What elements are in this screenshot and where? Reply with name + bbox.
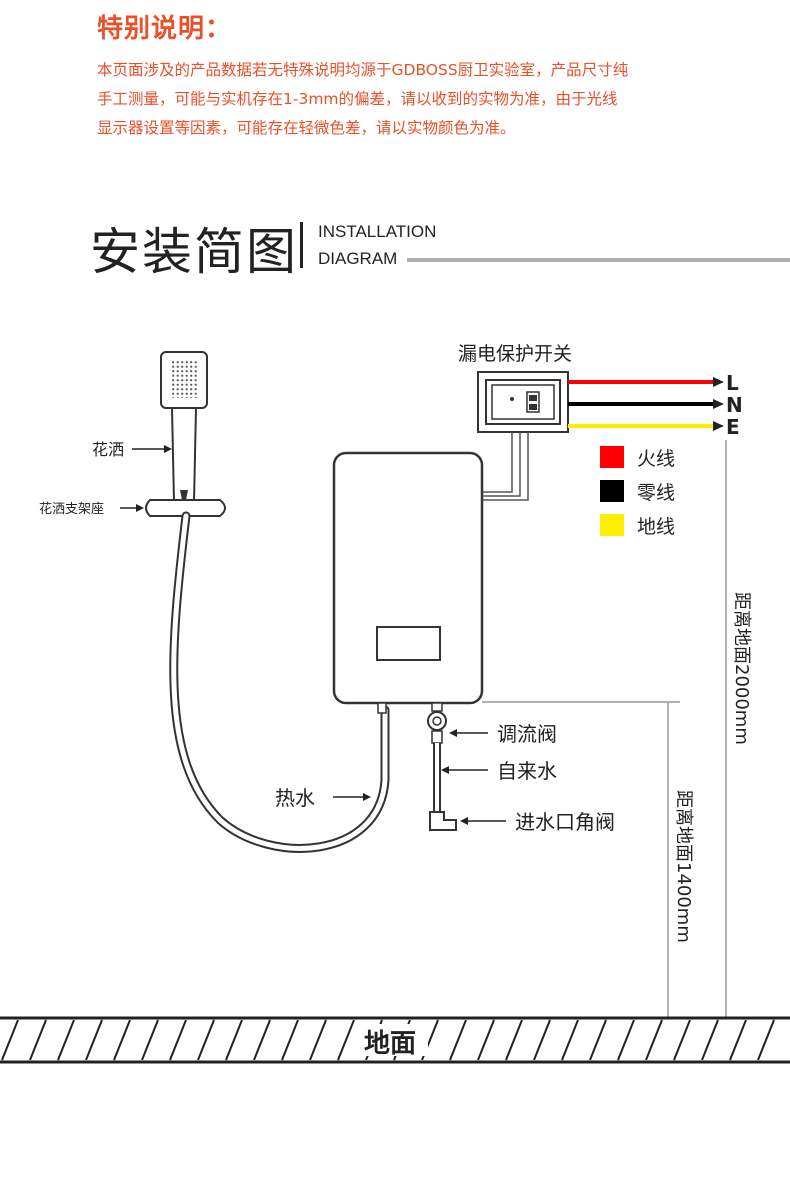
legend-label-live: 火线 <box>637 448 675 470</box>
leakage-switch-icon <box>477 371 569 433</box>
section-title: 安装简图 <box>90 223 298 281</box>
showerhead-label: 花洒 <box>92 440 124 459</box>
notice-body: 本页面涉及的产品数据若无特殊说明均源于GDBOSS厨卫实验室，产品尺寸纯 手工测… <box>97 56 717 143</box>
section-title-en-line1: INSTALLATION <box>318 222 437 241</box>
legend-label-earth: 地线 <box>637 516 675 538</box>
arrow-icon <box>164 445 172 453</box>
wire-letter-e: E <box>726 415 740 439</box>
notice-line: 显示器设置等因素，可能存在轻微色差，请以实物颜色为准。 <box>97 119 516 137</box>
notice-title: 特别说明： <box>97 14 233 44</box>
ground-label: 地面 <box>364 1029 416 1059</box>
legend-swatch-live <box>600 446 624 468</box>
arrow-icon <box>460 817 468 825</box>
wire-letter-n: N <box>726 393 743 417</box>
shower-hose <box>169 511 390 853</box>
showerhead-icon <box>160 351 208 503</box>
arrow-icon <box>713 377 724 387</box>
water-heater-icon <box>332 451 484 714</box>
title-rule <box>407 258 790 262</box>
flow-valve-icon <box>427 702 447 744</box>
notice-line: 本页面涉及的产品数据若无特殊说明均源于GDBOSS厨卫实验室，产品尺寸纯 <box>97 61 629 79</box>
legend-label-neutral: 零线 <box>637 482 675 504</box>
title-divider <box>300 222 303 268</box>
arrow-icon <box>441 766 449 774</box>
power-cable <box>482 432 529 501</box>
height-2000-label: 距离地面2000mm <box>731 592 752 745</box>
height-1400-label: 距离地面1400mm <box>673 790 694 943</box>
bracket-label: 花洒支架座 <box>39 501 104 517</box>
legend-swatch-neutral <box>600 480 624 502</box>
arrow-icon <box>363 793 371 801</box>
wire-letter-l: L <box>726 371 739 395</box>
tap-water-label: 自来水 <box>497 759 557 783</box>
arrow-icon <box>713 421 724 431</box>
section-title-en-line2: DIAGRAM <box>318 249 398 268</box>
valve-label: 调流阀 <box>497 722 557 746</box>
switch-label: 漏电保护开关 <box>458 343 572 365</box>
legend-swatch-earth <box>600 514 624 536</box>
arrow-icon <box>713 399 724 409</box>
angle-valve-icon <box>429 811 457 831</box>
notice-line: 手工测量，可能与实机存在1-3mm的偏差，请以收到的实物为准，由于光线 <box>97 90 618 108</box>
ground-label-bg <box>362 1024 428 1056</box>
shower-bracket-icon <box>145 499 226 517</box>
ground-hatch <box>0 1016 790 1064</box>
angle-valve-label: 进水口角阀 <box>515 810 615 834</box>
arrow-icon <box>136 504 144 512</box>
wire-legend: 火线 零线 地线 <box>600 446 675 538</box>
arrow-icon <box>449 729 457 737</box>
hot-water-label: 热水 <box>275 786 315 810</box>
